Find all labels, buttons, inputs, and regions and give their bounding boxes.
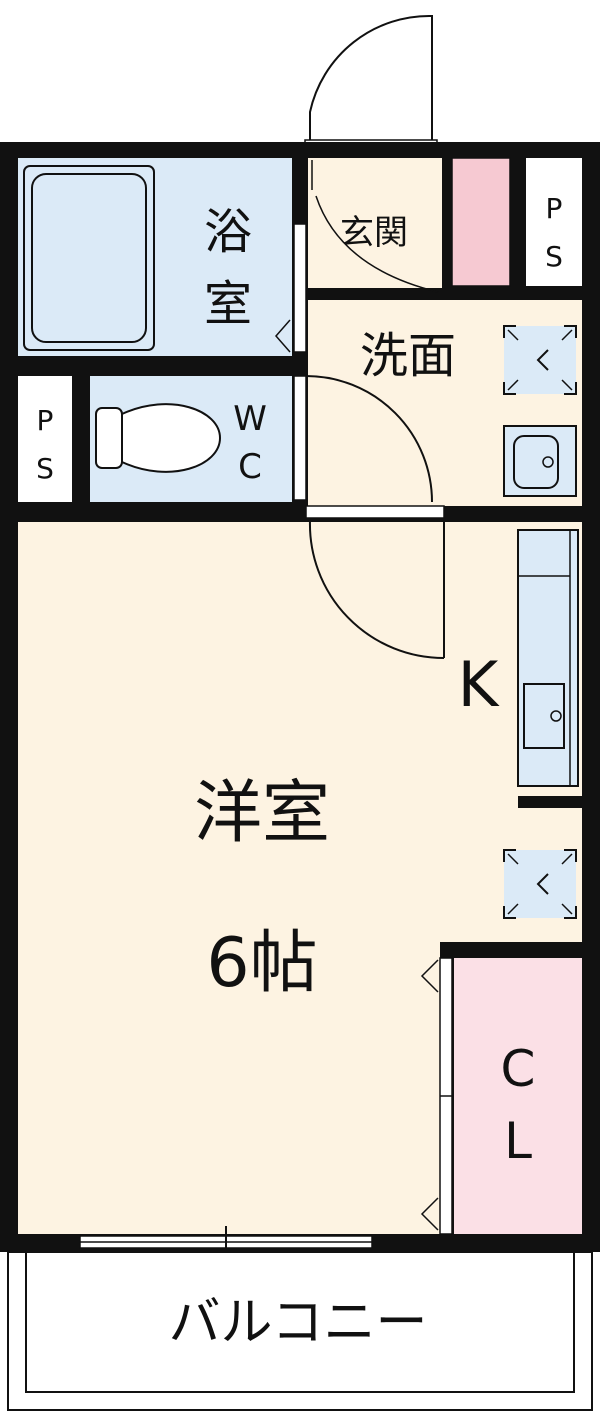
ps-left-s: S [36, 452, 54, 485]
washroom-label: 洗面 [360, 328, 456, 384]
closet-l: L [504, 1112, 532, 1170]
ps-top-s: S [545, 240, 563, 273]
kitchen: K [458, 529, 582, 919]
bathroom: 浴 室 [18, 158, 292, 356]
balcony-window [79, 1226, 373, 1256]
ps-left-p: P [37, 404, 54, 437]
entrance-door [304, 14, 438, 151]
refrigerator-space [503, 849, 577, 919]
kitchen-counter [517, 529, 579, 787]
pipe-space-left: P S [18, 376, 72, 502]
bath-label-2: 室 [204, 276, 252, 332]
balcony: バルコニー [7, 1251, 593, 1411]
toilet-fixture [95, 403, 222, 473]
wc-w: W [233, 399, 267, 439]
entrance-label: 玄関 [340, 213, 408, 253]
entrance: 玄関 [308, 158, 442, 293]
washing-machine-space [503, 325, 577, 395]
wc-c: C [238, 447, 262, 487]
closet-c: C [501, 1040, 536, 1098]
wash-basin [503, 425, 577, 497]
bath-label-1: 浴 [204, 204, 252, 260]
room-door [305, 505, 445, 659]
western-room: 洋室 6帖 [18, 522, 582, 1234]
shoe-box [451, 157, 511, 287]
bathtub [23, 165, 155, 351]
ps-top-p: P [546, 192, 563, 225]
pipe-space-top: P S [526, 158, 582, 286]
washroom: 洗面 [308, 300, 582, 506]
closet: C L [420, 957, 582, 1235]
toilet-door [293, 375, 433, 503]
western-room-label: 洋室 [194, 774, 330, 853]
kitchen-label: K [458, 648, 500, 721]
balcony-label: バルコニー [169, 1293, 428, 1353]
toilet-room: W C [90, 376, 292, 502]
western-room-size: 6帖 [206, 924, 317, 1003]
